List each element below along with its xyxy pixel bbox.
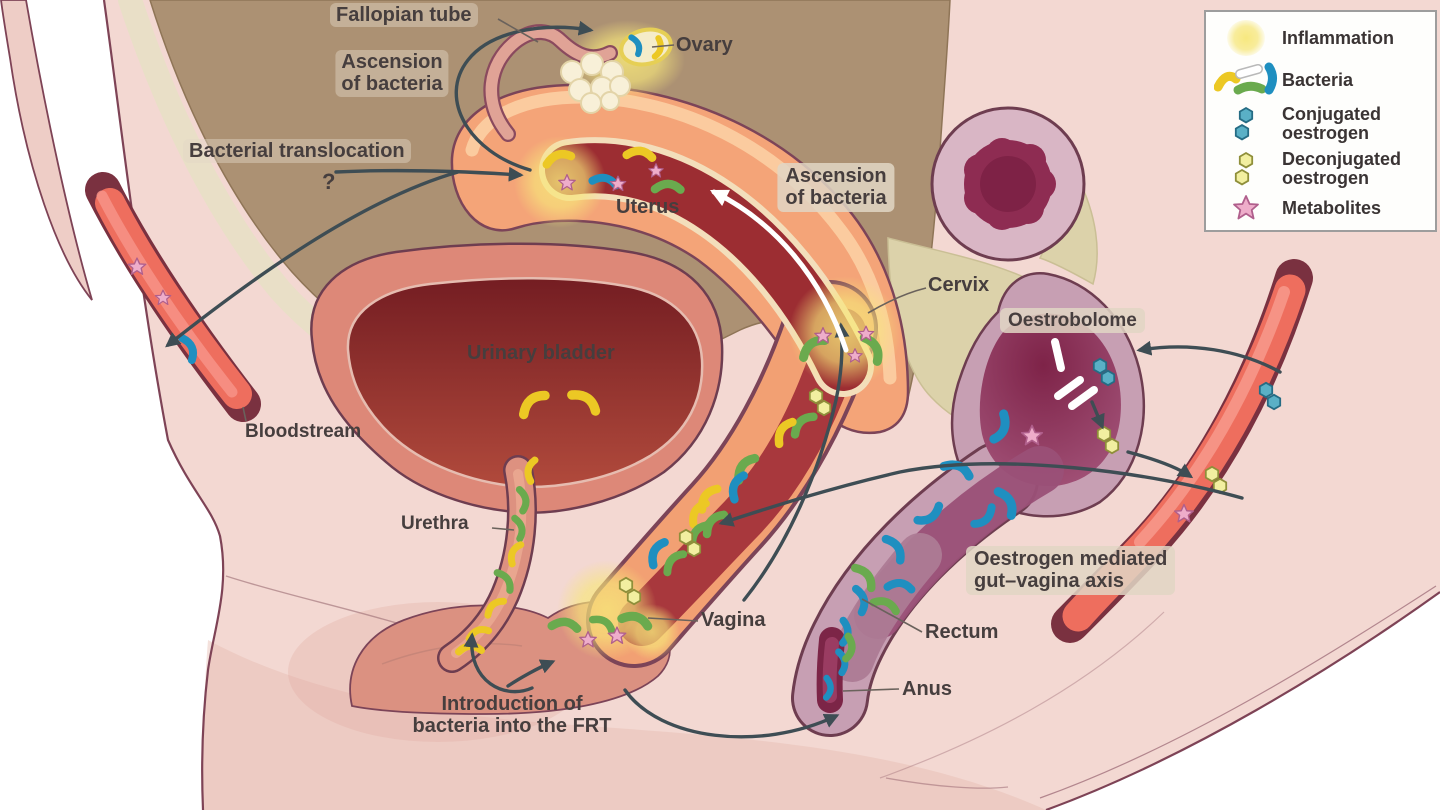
ovary-shape [619,27,673,67]
legend: Inflammation Bacteria Conjugated oestrog… [1204,10,1437,232]
bacteria-icon [1214,61,1278,99]
gut-bacteria [825,338,1120,698]
legend-item-bacteria: Bacteria [1214,61,1429,99]
colon-cross-section [930,106,1086,262]
legend-item-conjugated-oestrogen: Conjugated oestrogen [1214,104,1429,144]
fallopian-tube-shape [483,20,685,142]
urinary-bladder-shape [310,242,724,514]
label-vagina: Vagina [701,609,766,631]
label-bacterial-translocation: Bacterial translocation [183,139,411,164]
label-urinary-bladder: Urinary bladder [467,342,615,364]
label-pointers [242,18,927,692]
label-ovary: Ovary [676,34,733,56]
flow-arrows [165,20,1282,739]
legend-item-metabolites: Metabolites [1214,194,1429,222]
fimbriae-follicles [560,52,631,114]
bloodstream-vessel-left [85,172,261,422]
legend-label: Metabolites [1282,197,1382,218]
gut-shape [791,272,1145,737]
label-cervix: Cervix [928,274,990,296]
legend-label: Bacteria [1282,69,1354,90]
label-anus: Anus [902,678,952,700]
label-bloodstream: Bloodstream [245,421,362,442]
label-question-mark: ? [322,169,336,194]
label-fallopian-tube: Fallopian tube [330,3,478,28]
legend-item-deconjugated-oestrogen: Deconjugated oestrogen [1214,149,1429,189]
label-oestrobolome: Oestrobolome [1000,308,1145,334]
metabolites-icon [1214,194,1278,222]
inflammation-icon [1214,20,1278,56]
conjugated-oestrogen-icon [1214,104,1278,144]
label-rectum: Rectum [925,621,999,643]
legend-item-inflammation: Inflammation [1214,20,1429,56]
label-gut-vagina-axis: Oestrogen mediated gut–vagina axis [966,546,1176,595]
label-urethra: Urethra [401,513,469,534]
label-introduction-frt: Introduction of bacteria into the FRT [412,693,612,738]
legend-label: Deconjugated oestrogen [1282,149,1402,188]
legend-label: Conjugated oestrogen [1282,104,1381,143]
label-ascension-of-bacteria-right: Ascension of bacteria [777,163,895,212]
deconjugated-oestrogen-icon [1214,149,1278,189]
label-ascension-of-bacteria-left: Ascension of bacteria [335,50,449,97]
label-uterus: Uterus [616,196,680,218]
legend-label: Inflammation [1282,27,1395,48]
